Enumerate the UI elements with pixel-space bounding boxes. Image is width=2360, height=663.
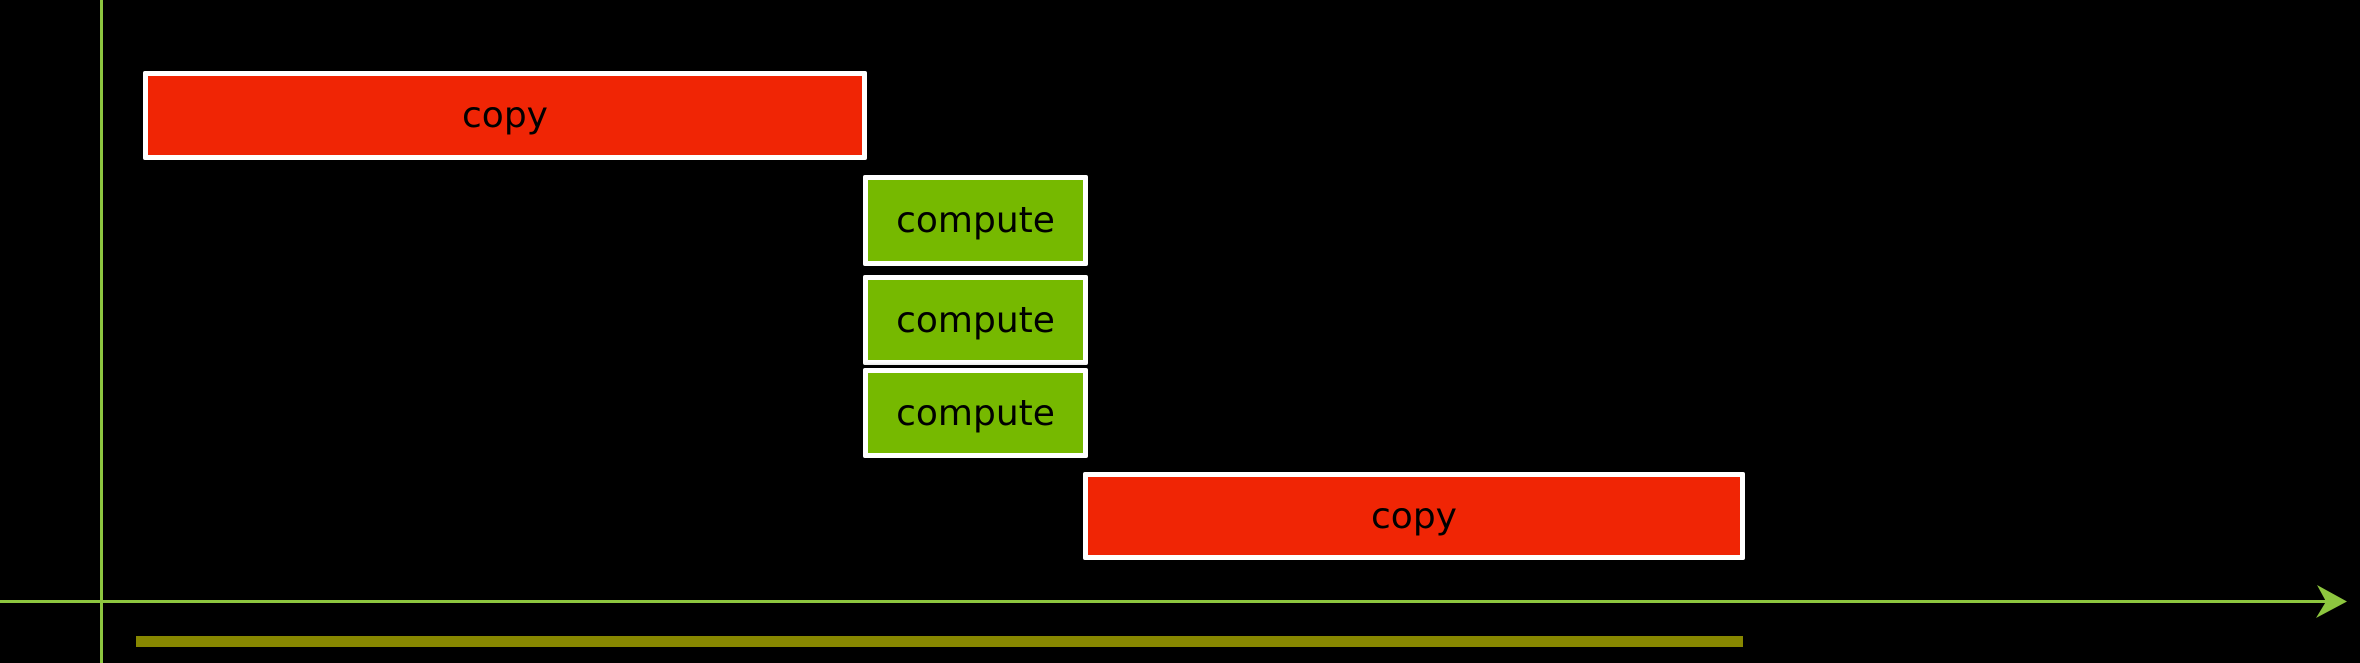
- task-compute: compute: [863, 368, 1088, 458]
- task-compute: compute: [863, 175, 1088, 266]
- task-copy: copy: [143, 71, 867, 160]
- y-axis-line: [100, 0, 103, 663]
- task-label: copy: [462, 95, 548, 136]
- task-copy: copy: [1083, 472, 1745, 560]
- total-time-bar: [136, 636, 1743, 647]
- task-label: compute: [896, 299, 1055, 341]
- x-axis-arrow-icon: [2316, 585, 2347, 618]
- task-label: compute: [896, 200, 1055, 241]
- task-compute: compute: [863, 275, 1088, 365]
- task-label: copy: [1371, 495, 1457, 537]
- task-label: compute: [896, 392, 1055, 434]
- x-axis-line: [0, 600, 2335, 603]
